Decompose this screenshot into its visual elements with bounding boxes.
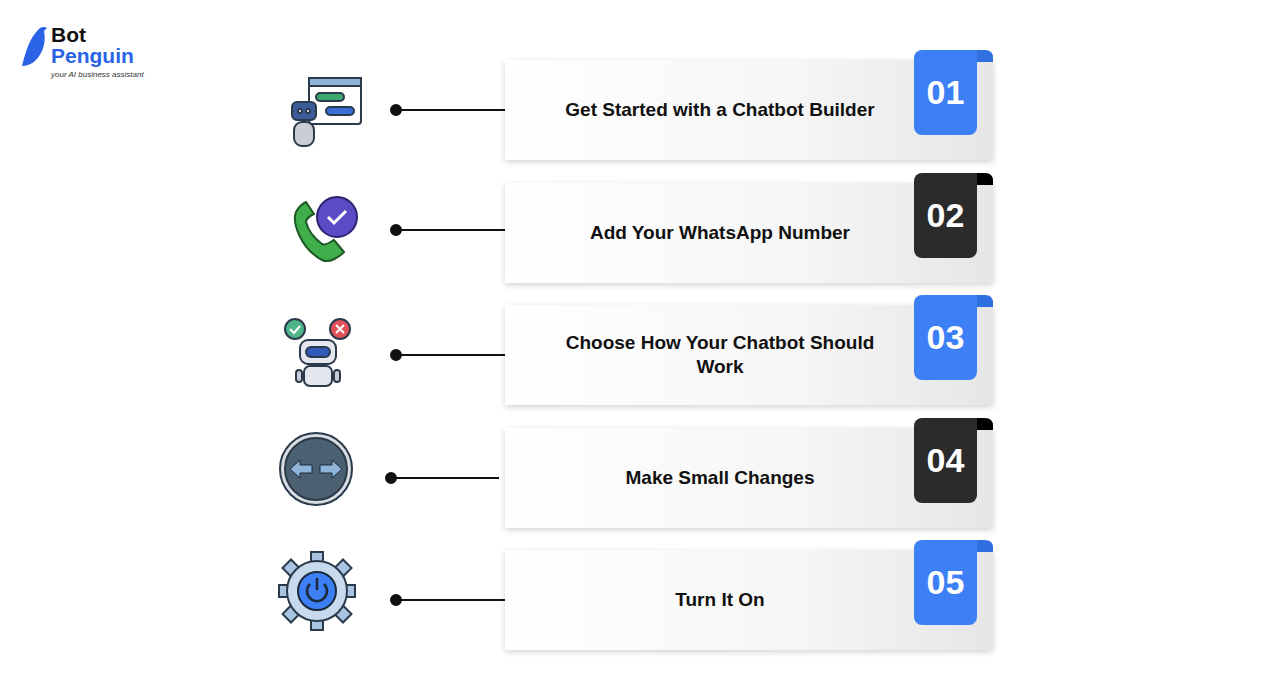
callout-number: 01 [914,73,977,112]
step-title: Turn It On [540,588,900,612]
step-title: Choose How Your Chatbot Should Work [540,331,900,379]
step-number-badge: 05 [914,540,977,625]
step-box: Add Your WhatsApp Number 02 [505,183,993,283]
robot-choice-icon [285,319,350,386]
step-number-badge: 01 [914,50,977,135]
callout-number: 05 [914,563,977,602]
badge-fold [977,173,993,185]
chat-icon [292,78,361,146]
step-box: Choose How Your Chatbot Should Work 03 [505,305,993,405]
callout-number: 03 [914,318,977,357]
badge-fold [977,295,993,307]
step-box: Make Small Changes 04 [505,428,993,528]
badge-fold [977,50,993,62]
logo-wordmark: Bot [51,24,86,45]
step-title: Make Small Changes [540,466,900,490]
step-number-badge: 04 [914,418,977,503]
step-box: Get Started with a Chatbot Builder 01 [505,60,993,160]
logo-tagline: your AI business assistant [51,71,144,79]
step-title: Add Your WhatsApp Number [540,221,900,245]
step-box: Turn It On 05 [505,550,993,650]
phone-icon [295,197,357,261]
step-number-badge: 02 [914,173,977,258]
step-title: Get Started with a Chatbot Builder [540,98,900,122]
badge-fold [977,540,993,552]
logo-mark [22,27,47,66]
callout-number: 02 [914,196,977,235]
badge-fold [977,418,993,430]
callout-number: 04 [914,441,977,480]
leader-lines [386,105,505,605]
logo-wordmark: Penguin [51,45,134,66]
change-icon [280,433,352,505]
step-number-badge: 03 [914,295,977,380]
power-gear-icon [279,552,355,630]
